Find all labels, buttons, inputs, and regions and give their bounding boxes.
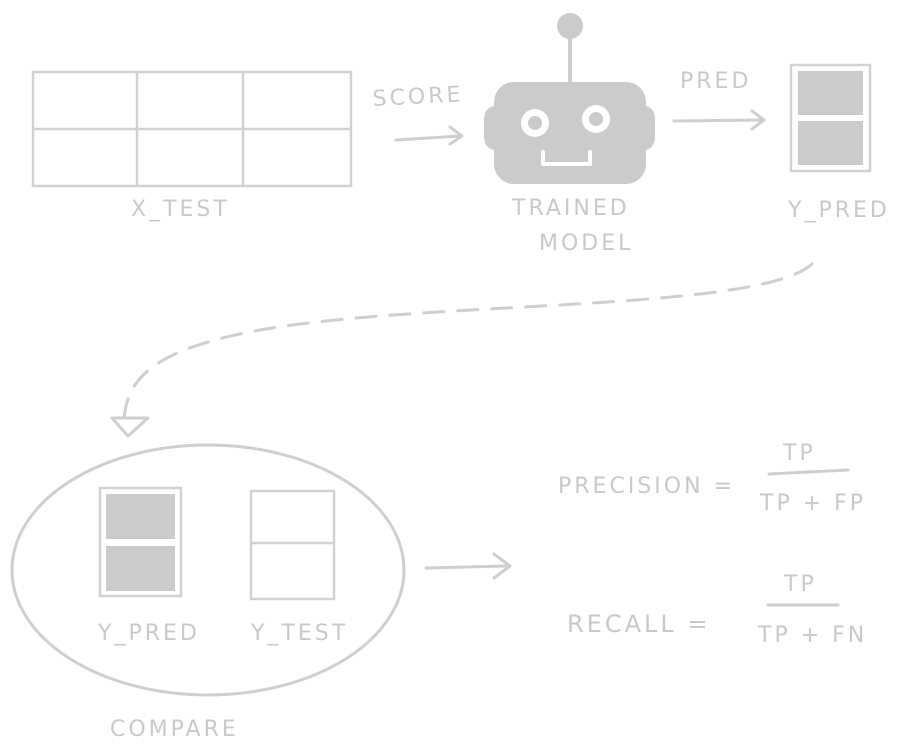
x-test-label: X_TEST [131, 197, 230, 222]
trained-label: TRAINED [511, 196, 630, 221]
precision-fraction-bar [767, 468, 850, 476]
score-label: SCORE [372, 82, 464, 112]
x-test-table [31, 70, 353, 188]
dashed-connector-arrow [110, 262, 814, 438]
recall-numerator: TP [783, 572, 817, 597]
robot-icon [484, 13, 655, 184]
compare-arrow [424, 552, 512, 580]
y-test-label: Y_TEST [250, 621, 348, 646]
score-arrow [394, 125, 464, 146]
recall-formula: RECALL = TP TP + FN [567, 572, 867, 648]
y-pred-compare-column [98, 486, 183, 598]
y-pred-top-label: Y_PRED [787, 198, 890, 223]
pred-arrow [672, 109, 766, 131]
compare-ellipse [10, 443, 406, 697]
precision-denominator: TP + FP [759, 491, 866, 516]
model-label: MODEL [539, 231, 633, 256]
precision-label: PRECISION = [558, 474, 735, 499]
precision-numerator: TP [782, 441, 816, 466]
recall-denominator: TP + FN [757, 623, 867, 648]
y-pred-column [789, 63, 872, 173]
pred-label: PRED [680, 69, 751, 94]
compare-label: COMPARE [110, 717, 239, 742]
y-test-column [249, 489, 336, 601]
y-pred-bottom-label: Y_PRED [97, 621, 200, 646]
precision-formula: PRECISION = TP TP + FP [558, 441, 866, 516]
recall-label: RECALL = [567, 610, 711, 638]
